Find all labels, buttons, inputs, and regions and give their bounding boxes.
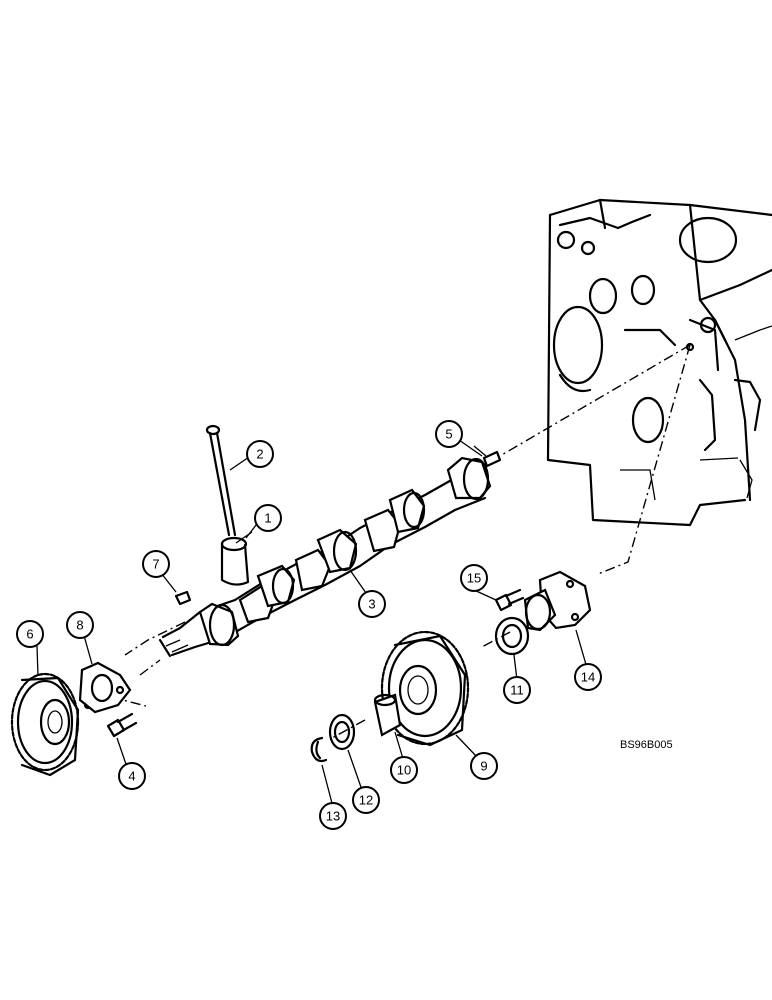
bushing: [373, 693, 402, 737]
callout-8: 8: [66, 611, 94, 639]
callout-14-label: 14: [581, 670, 595, 685]
callout-6-label: 6: [26, 627, 33, 642]
callout-7-label: 7: [152, 557, 159, 572]
gear-small: [10, 672, 93, 777]
retaining-ring: [310, 736, 328, 763]
callout-5-label: 5: [445, 427, 452, 442]
callout-11: 11: [503, 676, 531, 704]
callout-1: 1: [254, 504, 282, 532]
callout-10-label: 10: [397, 763, 411, 778]
callout-12: 12: [352, 786, 380, 814]
center-lines: [91, 344, 691, 739]
callout-7: 7: [142, 550, 170, 578]
callout-5: 5: [435, 420, 463, 448]
callout-11-label: 11: [510, 683, 524, 698]
callout-3: 3: [358, 590, 386, 618]
callout-14: 14: [574, 663, 602, 691]
callout-13-label: 13: [326, 809, 340, 824]
callout-2: 2: [246, 440, 274, 468]
callout-8-label: 8: [76, 618, 83, 633]
callout-6: 6: [16, 620, 44, 648]
camshaft: [158, 456, 492, 658]
callout-4: 4: [118, 762, 146, 790]
figure-code: BS96B005: [620, 739, 673, 751]
washer-11: [494, 616, 530, 656]
washer-12: [328, 713, 356, 751]
callout-4-label: 4: [128, 769, 135, 784]
callout-15-label: 15: [467, 571, 481, 586]
callout-10: 10: [390, 756, 418, 784]
callout-3-label: 3: [368, 597, 375, 612]
callout-1-label: 1: [264, 511, 271, 526]
thrust-plate: [78, 661, 132, 714]
callout-9-label: 9: [480, 759, 487, 774]
callout-15: 15: [460, 564, 488, 592]
bolt-5: [473, 445, 502, 468]
woodruff-key: [174, 590, 192, 606]
tappet: [220, 531, 253, 586]
callout-12-label: 12: [359, 793, 373, 808]
callout-2-label: 2: [256, 447, 263, 462]
bolt-15: [494, 588, 525, 612]
callout-9: 9: [470, 752, 498, 780]
idler-shaft: [523, 570, 592, 632]
engine-block: [546, 198, 772, 527]
callout-13: 13: [319, 802, 347, 830]
bolt-4: [106, 712, 138, 738]
push-rod: [205, 424, 237, 537]
gear-large: [380, 630, 470, 747]
